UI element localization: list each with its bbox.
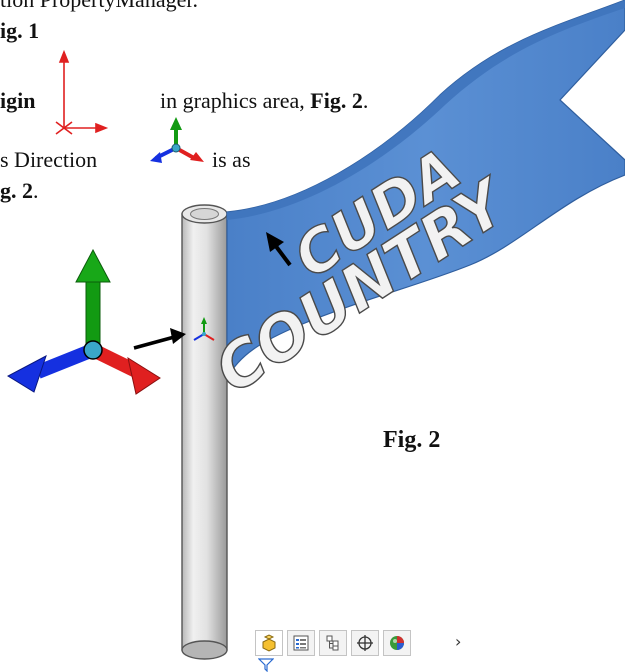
fig2-caption: Fig. 2 bbox=[383, 427, 441, 453]
origin-label: igin bbox=[0, 88, 36, 113]
origin-icon bbox=[55, 49, 109, 135]
display-manager-icon bbox=[390, 636, 404, 650]
tab-configuration-manager[interactable] bbox=[319, 630, 347, 656]
fig2-partial: g. 2 bbox=[0, 178, 33, 203]
tab-property-manager[interactable] bbox=[287, 630, 315, 656]
mouse-pointer-icon bbox=[266, 232, 292, 267]
flag: CUDA COUNTRY bbox=[201, 0, 625, 408]
triad-icon bbox=[150, 117, 204, 163]
part-icon bbox=[262, 634, 276, 652]
flag-pole bbox=[181, 204, 228, 660]
pole-origin-triad-icon bbox=[193, 317, 215, 341]
direction-text: s Direction bbox=[0, 147, 98, 172]
chevron-right-icon[interactable]: › bbox=[455, 632, 462, 651]
fig2-partial-line: g. 2. bbox=[0, 180, 39, 202]
tab-display-manager[interactable] bbox=[383, 630, 411, 656]
configuration-manager-icon bbox=[326, 635, 339, 651]
graphics-area-phrase: in graphics area, bbox=[160, 88, 311, 113]
filter-icon[interactable] bbox=[258, 658, 274, 672]
period: . bbox=[362, 88, 369, 113]
partial-top-line: tion PropertyManager. bbox=[0, 0, 198, 11]
large-triad-icon bbox=[6, 248, 161, 395]
fig1-label: ig. 1 bbox=[0, 18, 40, 43]
fig2-reference: Fig. 2 bbox=[310, 88, 363, 113]
property-manager-tabs: › bbox=[255, 629, 482, 672]
is-as-text: is as bbox=[212, 147, 251, 172]
property-manager-icon bbox=[293, 635, 309, 651]
tab-feature-manager[interactable] bbox=[255, 630, 283, 656]
period-2: . bbox=[33, 178, 39, 203]
dimxpert-icon bbox=[357, 635, 373, 651]
tab-dimxpert-manager[interactable] bbox=[351, 630, 379, 656]
pointer-arrow bbox=[133, 328, 186, 350]
graphics-area-text: in graphics area, Fig. 2. bbox=[160, 90, 368, 112]
